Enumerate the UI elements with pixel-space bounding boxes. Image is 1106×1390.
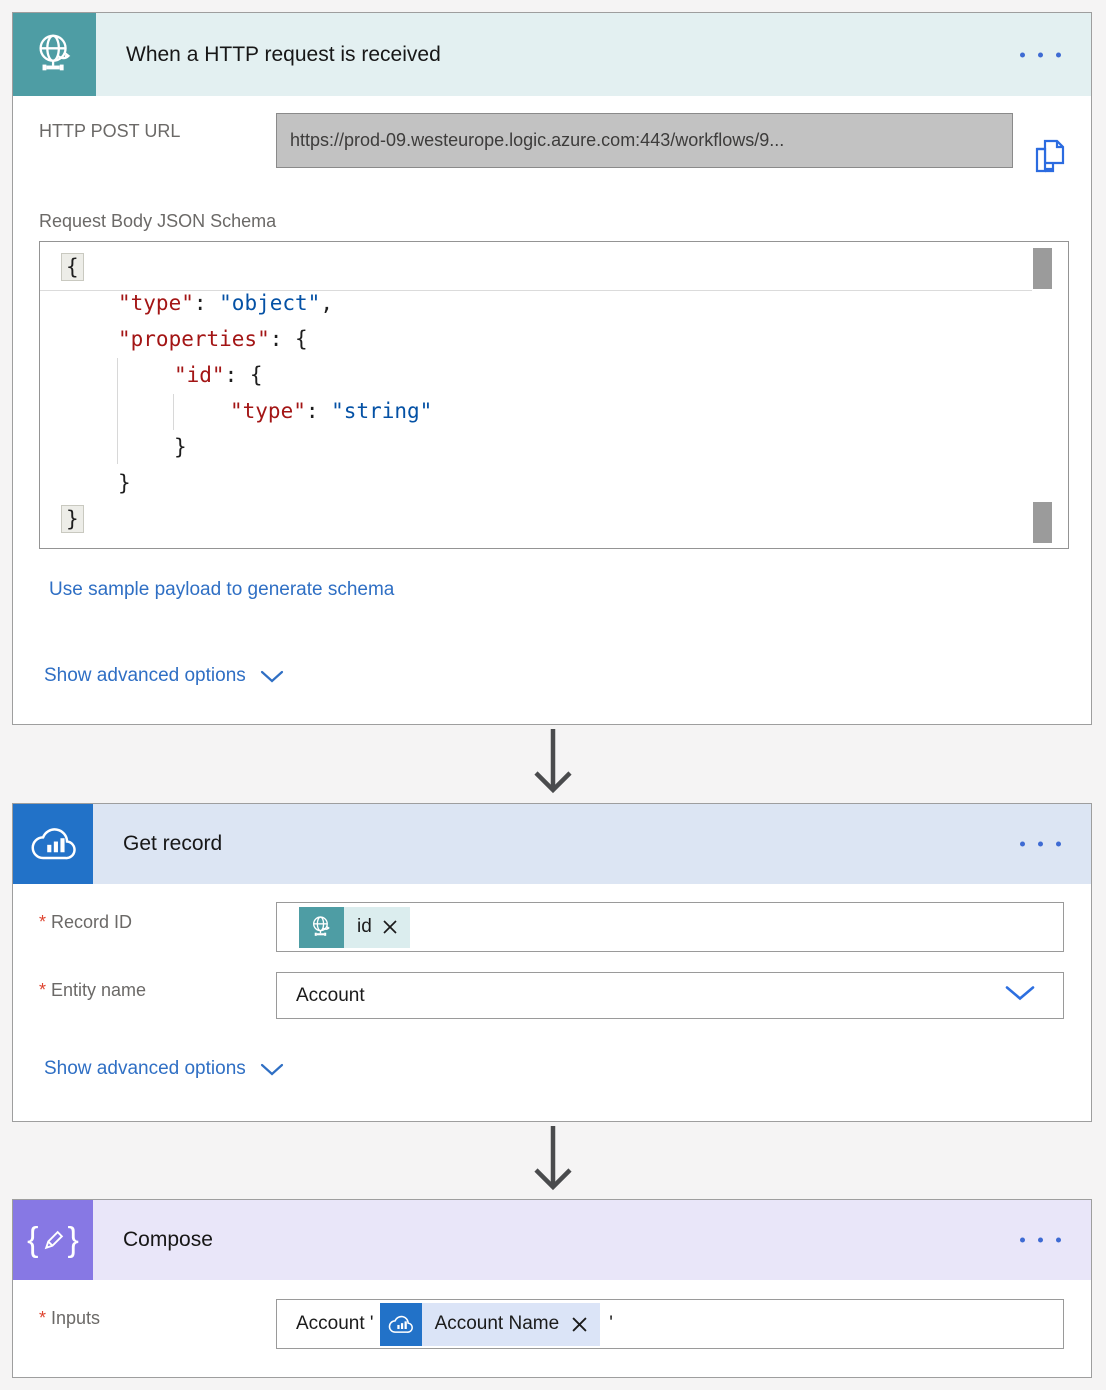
compose-card: { } Compose *Inputs Account ' [12, 1199, 1092, 1378]
inputs-field[interactable]: Account ' Account Name [276, 1299, 1064, 1349]
inputs-prefix-text: Account ' [296, 1313, 374, 1334]
record-id-label: *Record ID [39, 912, 133, 932]
dataverse-token-icon [379, 1302, 422, 1346]
token-label: Account Name [434, 1313, 560, 1334]
indent-guide [117, 358, 118, 464]
connector-arrow [534, 1126, 572, 1191]
schema-label: Request Body JSON Schema [39, 211, 277, 231]
chevron-down-icon [260, 1063, 284, 1076]
required-marker: * [39, 980, 47, 1000]
remove-token-icon[interactable] [383, 920, 397, 934]
dataverse-cloud-icon [13, 804, 93, 884]
remove-token-icon[interactable] [572, 1316, 587, 1332]
use-sample-payload-link[interactable]: Use sample payload to generate schema [49, 579, 394, 601]
chevron-down-icon [260, 670, 284, 683]
entity-name-label: *Entity name [39, 980, 147, 1000]
http-post-url-value[interactable]: https://prod-09.westeurope.logic.azure.c… [276, 113, 1013, 168]
editor-scrollbar-thumb-top[interactable] [1033, 248, 1052, 289]
get-record-card: Get record *Record ID [12, 803, 1092, 1122]
get-record-card-header[interactable]: Get record [13, 804, 1091, 884]
entity-name-value: Account [296, 984, 365, 1006]
pencil-icon [44, 1230, 63, 1249]
show-advanced-options-label: Show advanced options [44, 665, 246, 686]
connector-arrow [534, 729, 572, 794]
inputs-suffix-text: ' [609, 1313, 613, 1334]
http-request-icon [13, 13, 96, 96]
trigger-more-options-button[interactable] [1018, 46, 1063, 63]
compose-card-header[interactable]: { } Compose [13, 1200, 1091, 1280]
dynamic-token-account-name[interactable]: Account Name [379, 1302, 601, 1346]
trigger-show-advanced-options-link[interactable]: Show advanced options [44, 665, 284, 687]
dropdown-chevron-icon[interactable] [1005, 985, 1035, 1006]
use-sample-payload-label: Use sample payload to generate schema [49, 579, 395, 600]
http-post-url-label: HTTP POST URL [39, 121, 181, 141]
code-content[interactable]: {"type": "object","properties": {"id": {… [40, 242, 1068, 548]
token-label: id [357, 916, 372, 937]
json-schema-editor[interactable]: {"type": "object","properties": {"id": {… [39, 241, 1069, 549]
inputs-label: *Inputs [39, 1308, 101, 1328]
dynamic-token-id[interactable]: id [299, 906, 410, 948]
compose-icon: { } [13, 1200, 93, 1280]
entity-name-dropdown[interactable]: Account [276, 972, 1064, 1019]
get-record-more-options-button[interactable] [1018, 836, 1063, 853]
trigger-card-title: When a HTTP request is received [126, 42, 441, 66]
copy-url-button[interactable] [1034, 139, 1066, 175]
required-marker: * [39, 912, 47, 932]
trigger-card-header[interactable]: When a HTTP request is received [13, 13, 1091, 96]
indent-guide [173, 394, 174, 430]
record-id-input[interactable]: id [276, 902, 1064, 952]
show-advanced-options-label: Show advanced options [44, 1058, 246, 1079]
required-marker: * [39, 1308, 47, 1328]
http-request-token-icon [299, 906, 344, 948]
get-record-show-advanced-options-link[interactable]: Show advanced options [44, 1058, 284, 1080]
editor-current-line-rule [40, 290, 1032, 291]
compose-more-options-button[interactable] [1018, 1232, 1063, 1249]
trigger-card-http-request: When a HTTP request is received HTTP POS… [12, 12, 1092, 725]
get-record-card-title: Get record [123, 832, 223, 855]
editor-scrollbar-thumb-bottom[interactable] [1033, 502, 1052, 543]
compose-card-title: Compose [123, 1228, 213, 1251]
